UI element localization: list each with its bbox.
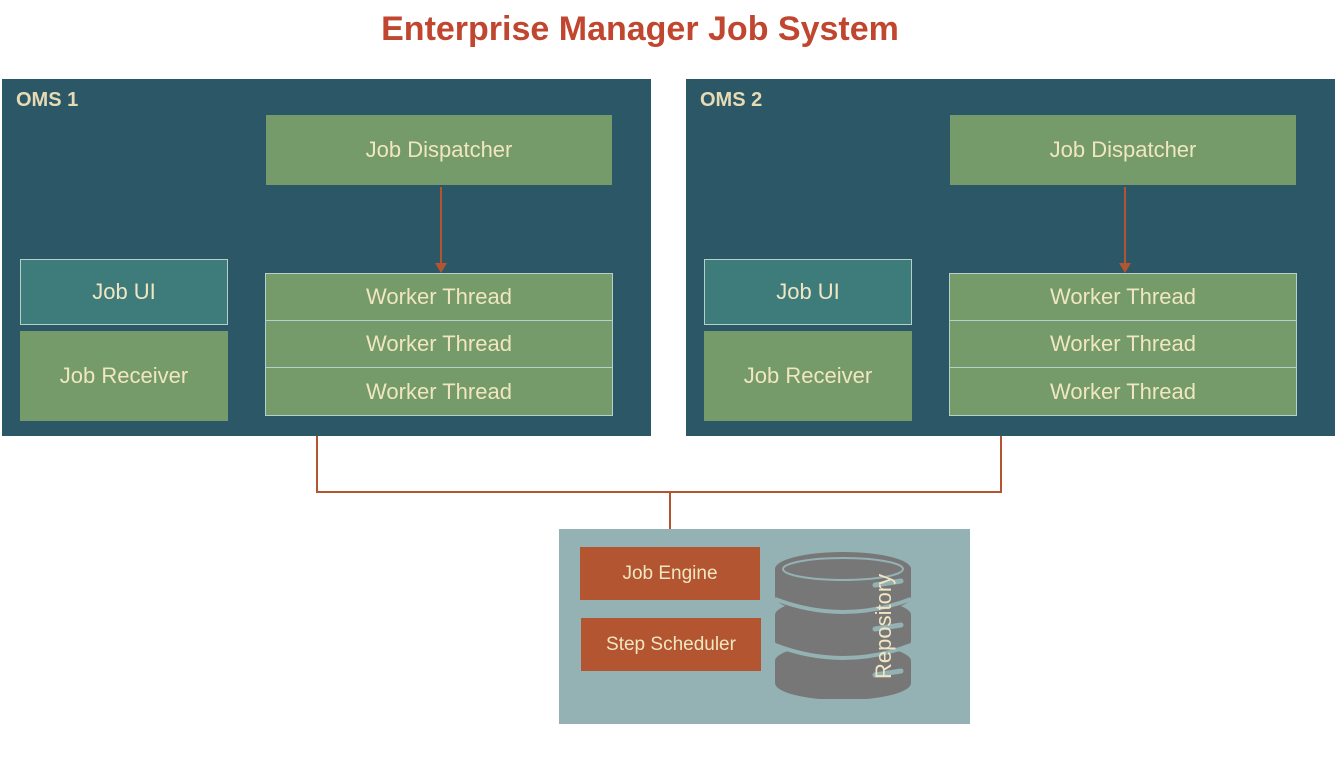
oms-2-dispatch-arrow — [1124, 187, 1126, 265]
oms-2-panel: OMS 2 Job Dispatcher Job UI Job Receiver… — [686, 79, 1335, 436]
oms-2-label: OMS 2 — [700, 89, 763, 111]
oms-1-dispatch-arrowhead — [435, 263, 447, 273]
oms-2-job-receiver: Job Receiver — [704, 331, 912, 421]
oms-1-worker-thread-2: Worker Thread — [266, 321, 612, 368]
oms-1-worker-thread-1: Worker Thread — [266, 274, 612, 321]
oms-2-worker-thread-1: Worker Thread — [950, 274, 1296, 321]
oms-2-worker-threads: Worker Thread Worker Thread Worker Threa… — [949, 273, 1297, 416]
horizontal-connector — [316, 491, 1002, 493]
oms-2-connector — [1000, 436, 1002, 493]
oms-1-dispatch-arrow — [440, 187, 442, 265]
database-icon — [774, 552, 912, 699]
repository-panel: Job Engine Step Scheduler Repository — [559, 529, 970, 724]
repository-label: Repository — [871, 573, 896, 679]
oms-1-job-receiver: Job Receiver — [20, 331, 228, 421]
step-scheduler: Step Scheduler — [581, 618, 761, 671]
job-engine: Job Engine — [580, 547, 760, 600]
repository-connector — [669, 491, 671, 537]
oms-1-job-ui: Job UI — [20, 259, 228, 325]
oms-1-label: OMS 1 — [16, 89, 79, 111]
oms-1-worker-threads: Worker Thread Worker Thread Worker Threa… — [265, 273, 613, 416]
oms-2-job-dispatcher: Job Dispatcher — [950, 115, 1296, 185]
oms-2-job-ui: Job UI — [704, 259, 912, 325]
oms-1-connector — [316, 436, 318, 493]
oms-1-job-dispatcher: Job Dispatcher — [266, 115, 612, 185]
oms-1-worker-thread-3: Worker Thread — [366, 378, 512, 404]
oms-2-dispatch-arrowhead — [1119, 263, 1131, 273]
oms-1-panel: OMS 1 Job Dispatcher Job UI Job Receiver… — [2, 79, 651, 436]
oms-2-worker-thread-2: Worker Thread — [950, 321, 1296, 368]
oms-2-worker-thread-3: Worker Thread — [1050, 378, 1196, 404]
diagram-title: Enterprise Manager Job System — [381, 10, 899, 48]
